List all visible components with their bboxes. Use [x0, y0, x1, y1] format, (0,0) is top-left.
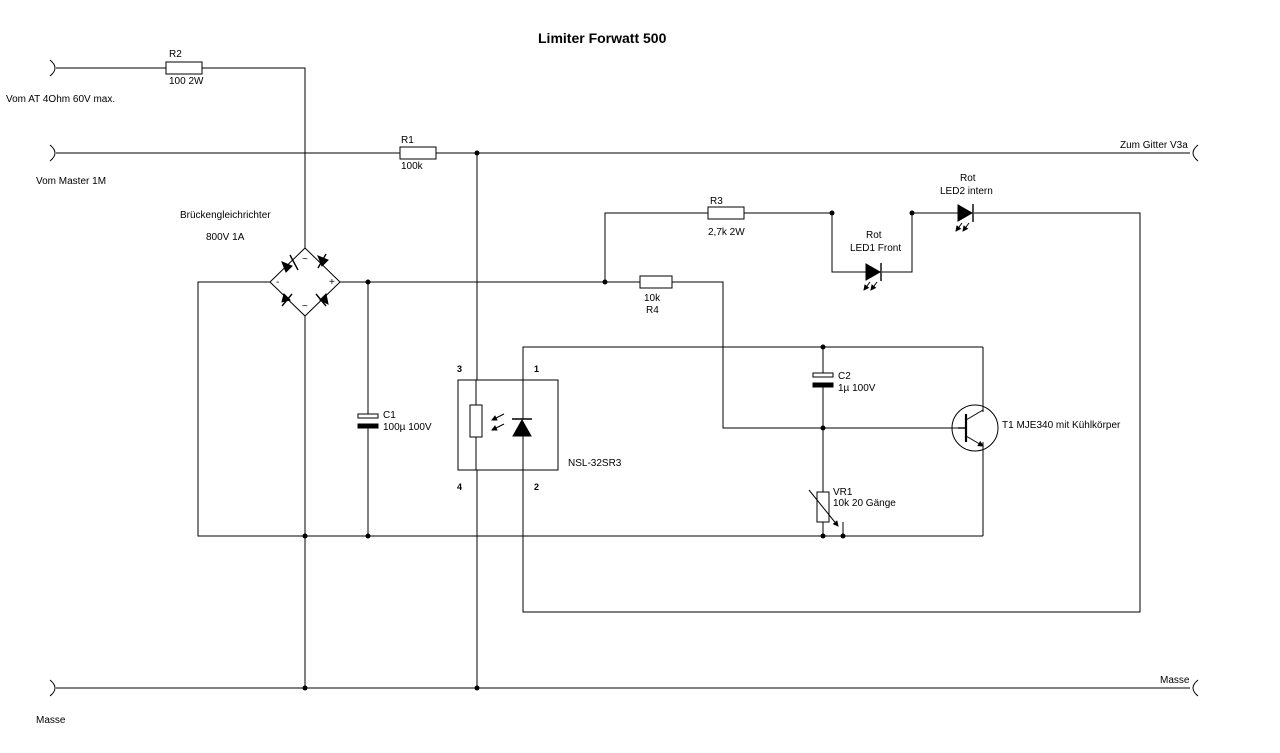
label-c1-value: 100µ 100V — [383, 422, 432, 433]
terminal-masse-right — [1192, 679, 1199, 697]
label-t1: T1 MJE340 mit Kühlkörper — [1002, 420, 1121, 431]
terminal-in-master — [49, 144, 56, 162]
label-r2-name: R2 — [169, 49, 182, 60]
diagram-title: Limiter Forwatt 500 — [538, 30, 667, 46]
label-out-gitter: Zum Gitter V3a — [1120, 140, 1188, 151]
label-bridge-value: 800V 1A — [206, 232, 245, 243]
bridge-ac-bottom-label: ~ — [302, 301, 308, 312]
resistor-r4 — [639, 275, 673, 289]
optocoupler: 3 1 4 2 — [457, 364, 559, 492]
led1 — [863, 263, 882, 291]
resistor-r2 — [165, 61, 203, 75]
labels: Vom AT 4Ohm 60V max. Vom Master 1M Masse… — [6, 49, 1190, 726]
label-c2-name: C2 — [838, 371, 851, 382]
label-masse-left: Masse — [36, 715, 66, 726]
label-r3-value: 2,7k 2W — [708, 227, 745, 238]
label-masse-right: Masse — [1160, 675, 1190, 686]
bridge-ac-top-label: ~ — [302, 254, 308, 265]
label-vr1-name: VR1 — [833, 487, 853, 498]
label-led1-name: LED1 Front — [850, 243, 901, 254]
junction-dots — [302, 150, 915, 691]
label-r1-name: R1 — [401, 135, 414, 146]
label-r1-value: 100k — [401, 161, 424, 172]
led2 — [955, 204, 974, 232]
terminals — [49, 59, 1199, 697]
opto-pin-3: 3 — [457, 364, 462, 374]
bridge-rectifier: - + ~ ~ — [269, 247, 341, 317]
capacitor-c1 — [357, 413, 379, 429]
opto-pin-1: 1 — [534, 364, 539, 374]
resistor-r1 — [399, 146, 437, 160]
capacitor-c2 — [812, 372, 834, 388]
transistor-t1 — [951, 404, 999, 452]
label-c1-name: C1 — [383, 410, 396, 421]
terminal-out-gitter — [1192, 144, 1199, 162]
opto-pin-4: 4 — [457, 482, 462, 492]
label-in-master: Vom Master 1M — [36, 176, 106, 187]
label-bridge-name: Brückengleichrichter — [180, 210, 271, 221]
label-r4-name: R4 — [646, 305, 659, 316]
label-r2-value: 100 2W — [169, 76, 204, 87]
label-in-at: Vom AT 4Ohm 60V max. — [6, 94, 115, 105]
label-r4-value: 10k — [644, 293, 661, 304]
bridge-plus-label: + — [329, 277, 335, 288]
label-led2-name: LED2 intern — [940, 186, 993, 197]
opto-pin-2: 2 — [534, 482, 539, 492]
label-opto-name: NSL-32SR3 — [568, 458, 622, 469]
wires — [56, 67, 1190, 689]
resistor-r3 — [707, 206, 745, 220]
label-vr1-value: 10k 20 Gänge — [833, 498, 896, 509]
trimmer-vr1 — [808, 489, 839, 527]
terminal-masse-left — [49, 679, 56, 697]
label-c2-value: 1µ 100V — [838, 383, 876, 394]
label-led1-color: Rot — [866, 230, 882, 241]
label-led2-color: Rot — [960, 173, 976, 184]
terminal-in-at — [49, 59, 56, 77]
bridge-minus-label: - — [276, 277, 279, 288]
label-r3-name: R3 — [710, 196, 723, 207]
